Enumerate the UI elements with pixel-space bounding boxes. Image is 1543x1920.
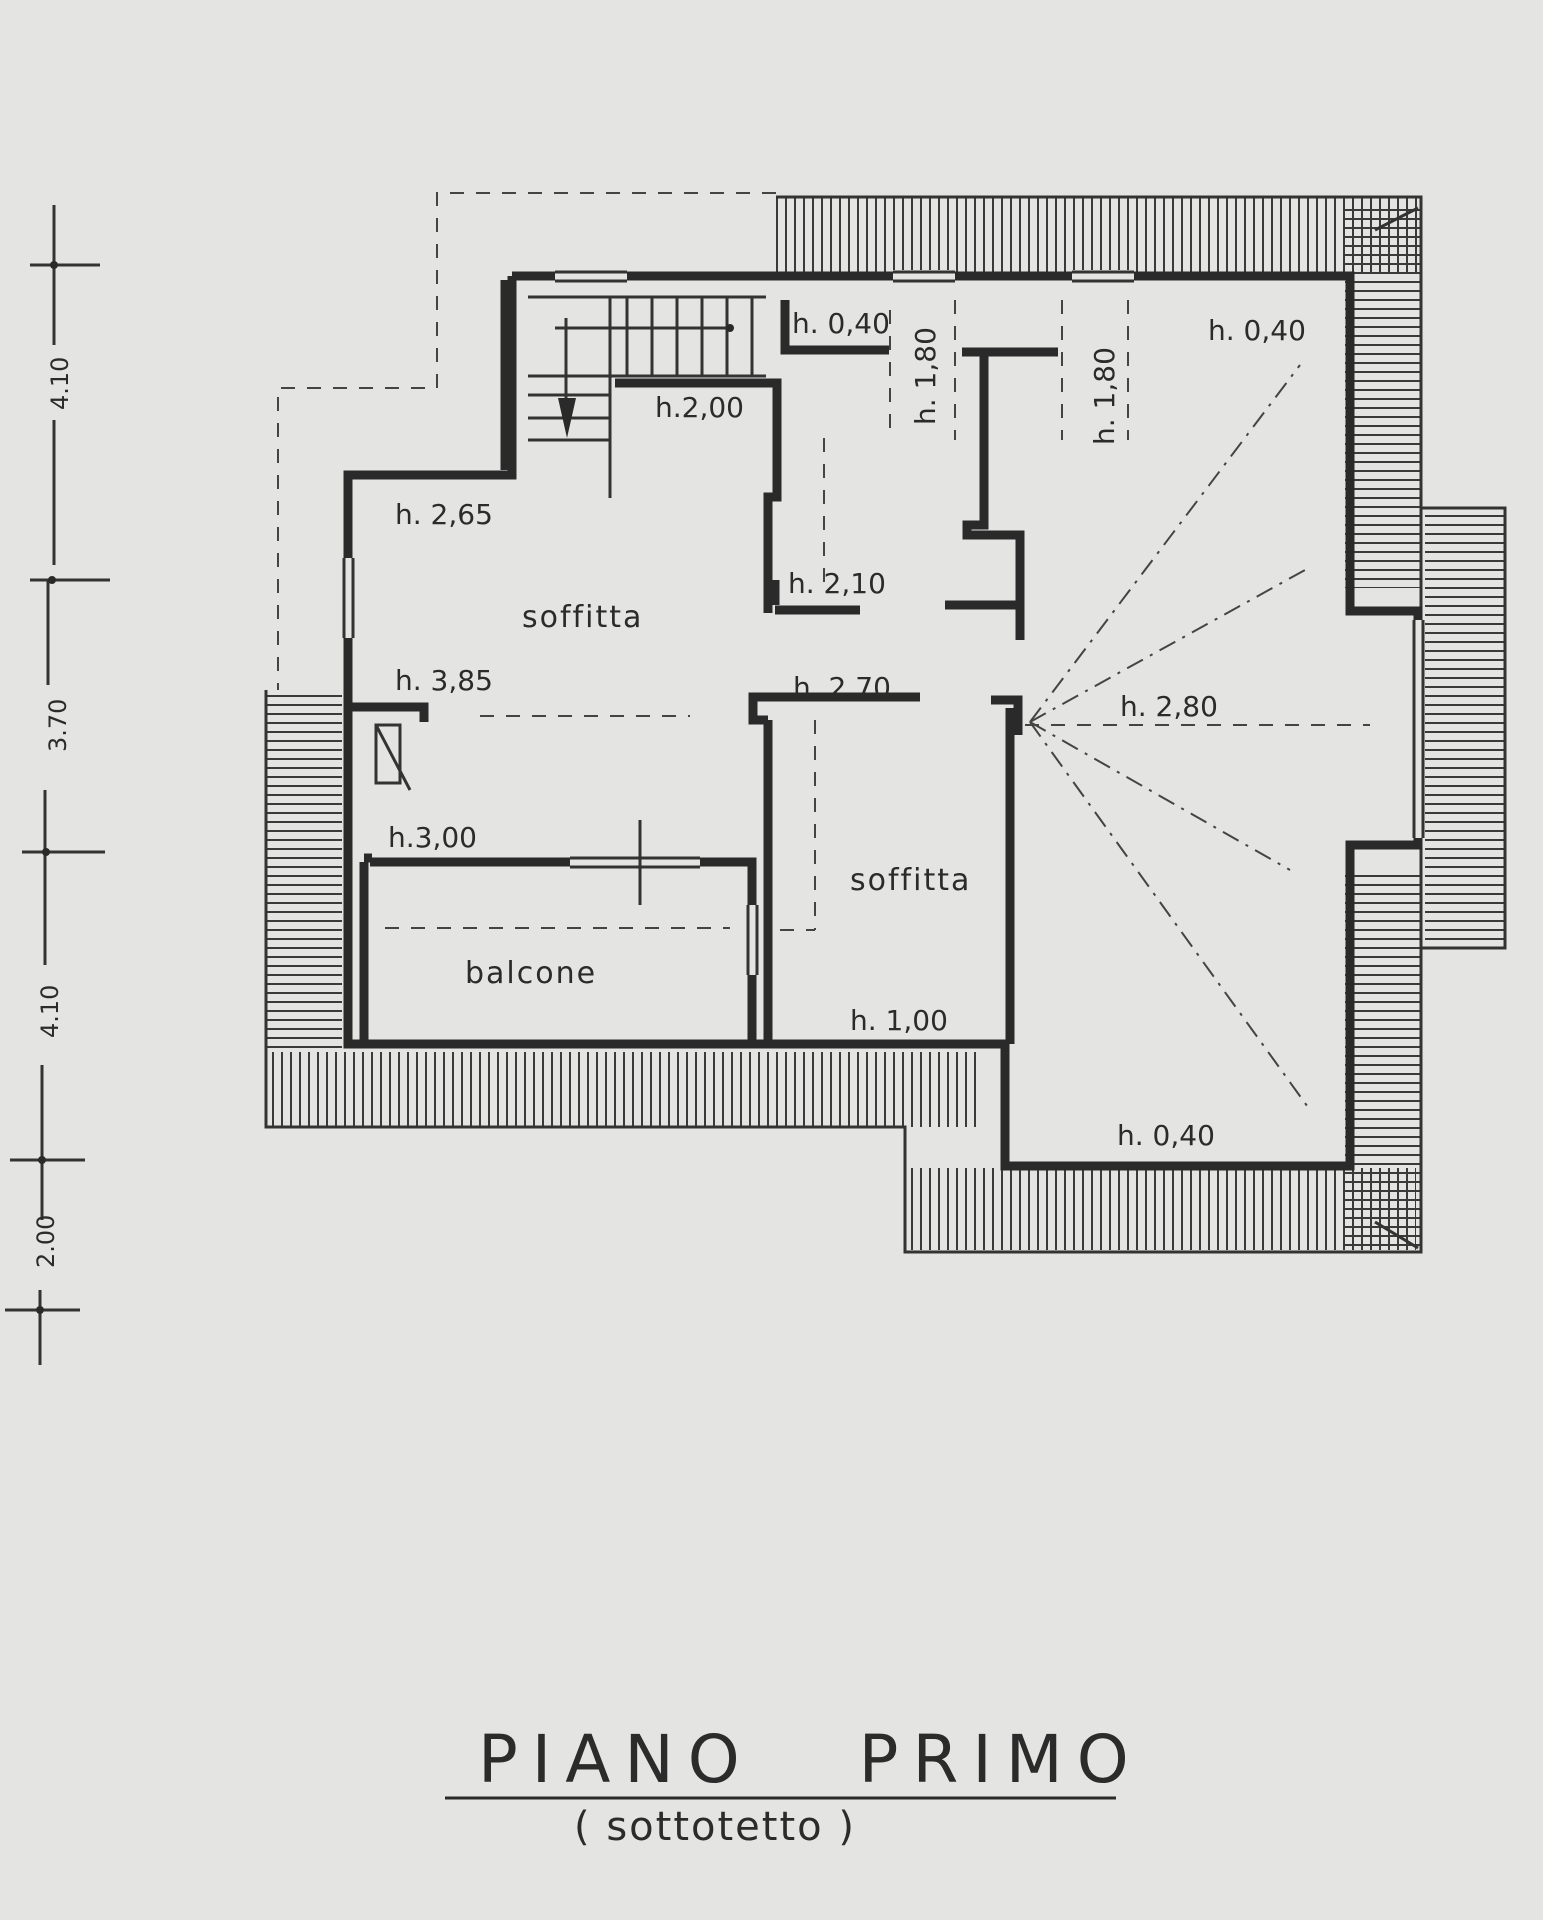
eave-bottom-right	[905, 1168, 1416, 1250]
windows	[342, 270, 1425, 975]
dim-label-1: 4.10	[46, 357, 74, 410]
stair-down-arrow-icon	[558, 398, 576, 438]
height-label: h. 0,40	[1117, 1119, 1215, 1152]
height-label: h. 2,10	[788, 567, 886, 600]
height-label: h. 2,65	[395, 498, 493, 531]
roof-eaves	[264, 195, 1507, 1254]
dim-label-4: 2.00	[32, 1215, 60, 1268]
eave-bottom-left	[266, 1052, 980, 1127]
height-label: h. 1,80	[909, 327, 942, 425]
eave-right-upper	[1345, 208, 1421, 588]
room-label-soffitta: soffitta	[522, 600, 643, 635]
plan-title: PIANO PRIMO	[478, 1721, 1143, 1798]
height-label: h. 2,80	[1120, 690, 1218, 723]
height-labels: h. 0,40 h. 0,40 h. 1,80 h. 1,80 h.2,00 h…	[388, 307, 1306, 1152]
height-label: h. 0,40	[792, 307, 890, 340]
height-label: h. 3,85	[395, 664, 493, 697]
plan-subtitle: ( sottotetto )	[574, 1804, 856, 1850]
height-label: h.2,00	[655, 391, 744, 424]
dim-label-3: 4.10	[36, 985, 64, 1038]
height-label: h. 1,80	[1088, 347, 1121, 445]
height-label: h. 0,40	[1208, 314, 1306, 347]
guide-lines	[385, 206, 1419, 1250]
dimension-line: 4.10 3.70 4.10 2.00	[5, 205, 110, 1365]
eave-left	[266, 690, 342, 1052]
eave-top	[776, 197, 1421, 274]
lower-floor-outline	[277, 192, 776, 690]
height-label: h.3,00	[388, 821, 477, 854]
closet	[374, 723, 412, 791]
walls	[343, 271, 1423, 1171]
room-label-balcone: balcone	[465, 956, 597, 991]
height-label: h. 1,00	[850, 1004, 948, 1037]
dim-label-2: 3.70	[44, 699, 72, 752]
staircase	[528, 295, 766, 498]
room-label-soffitta: soffitta	[850, 863, 971, 898]
bay-window-hatch	[1425, 512, 1505, 947]
room-labels: soffitta soffitta balcone	[465, 600, 971, 991]
title-block: PIANO PRIMO ( sottotetto )	[445, 1721, 1143, 1850]
height-label: h. 2,70	[793, 671, 891, 704]
